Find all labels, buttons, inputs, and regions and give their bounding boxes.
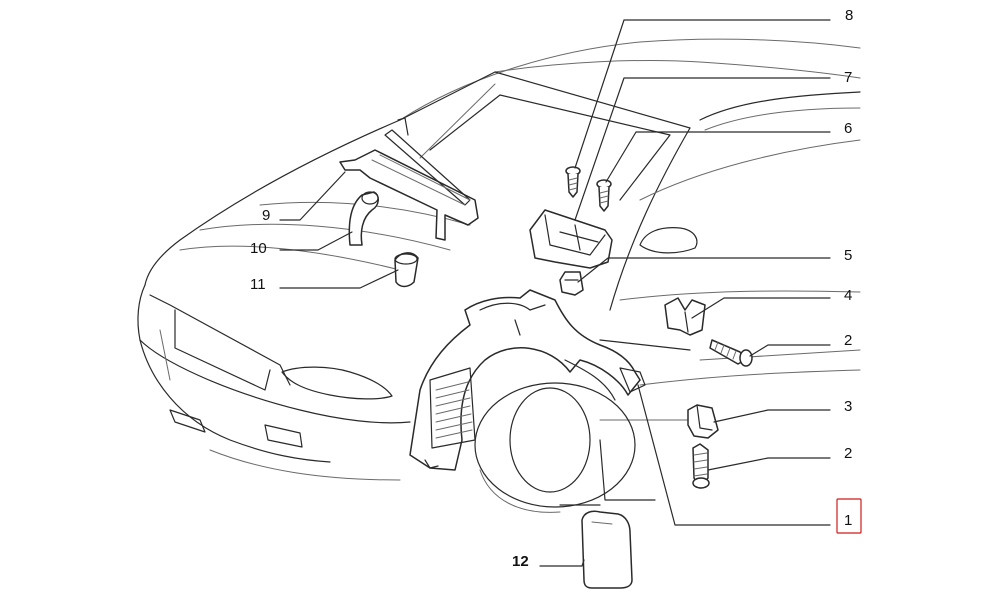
clip-part-5 xyxy=(559,271,584,296)
clip-part-4 xyxy=(664,297,706,336)
hose-part-10 xyxy=(348,191,379,246)
callout-2-lower[interactable]: 2 xyxy=(844,445,852,462)
callout-3[interactable]: 3 xyxy=(844,398,852,415)
callout-8[interactable]: 8 xyxy=(845,7,853,24)
cross-member-part-9 xyxy=(339,117,479,241)
leader-2b xyxy=(707,457,831,471)
selected-callout-highlight xyxy=(836,498,862,534)
mud-flap-part-12 xyxy=(581,510,633,589)
callout-10[interactable]: 10 xyxy=(250,240,267,257)
callout-1[interactable]: 1 xyxy=(844,512,852,529)
wheel-arch-liner-part-1 xyxy=(409,289,646,471)
leader-7 xyxy=(574,77,831,221)
screw-part-6 xyxy=(596,179,612,212)
car-body-outline xyxy=(137,38,861,506)
callout-12[interactable]: 12 xyxy=(512,553,529,570)
front-wheel xyxy=(474,382,636,513)
callout-9[interactable]: 9 xyxy=(262,207,270,224)
callout-6[interactable]: 6 xyxy=(844,120,852,137)
leader-11 xyxy=(279,269,399,289)
screw-part-2-upper xyxy=(709,339,753,367)
leader-2a xyxy=(749,344,831,357)
callout-labels: 8 7 6 5 4 2 3 2 1 9 10 11 12 xyxy=(250,7,853,570)
leader-5 xyxy=(577,257,831,283)
bracket-part-7 xyxy=(529,209,613,269)
leader-4 xyxy=(691,297,831,319)
callout-2-upper[interactable]: 2 xyxy=(844,332,852,349)
leader-10 xyxy=(279,231,353,251)
leader-9 xyxy=(279,171,346,221)
leader-8 xyxy=(574,19,831,169)
leader-lines xyxy=(279,19,831,567)
callout-7[interactable]: 7 xyxy=(844,69,852,86)
clip-part-3 xyxy=(687,404,719,439)
callout-4[interactable]: 4 xyxy=(844,287,852,304)
leader-3 xyxy=(713,409,831,423)
bump-stop-part-11 xyxy=(394,252,419,288)
leader-12 xyxy=(539,559,585,567)
leader-6 xyxy=(605,131,831,183)
callout-11[interactable]: 11 xyxy=(250,276,266,293)
leader-1-extra xyxy=(599,339,691,351)
leader-1 xyxy=(637,384,831,526)
callout-5[interactable]: 5 xyxy=(844,247,852,264)
screw-part-2-lower xyxy=(692,443,710,489)
screw-part-8 xyxy=(565,166,581,198)
